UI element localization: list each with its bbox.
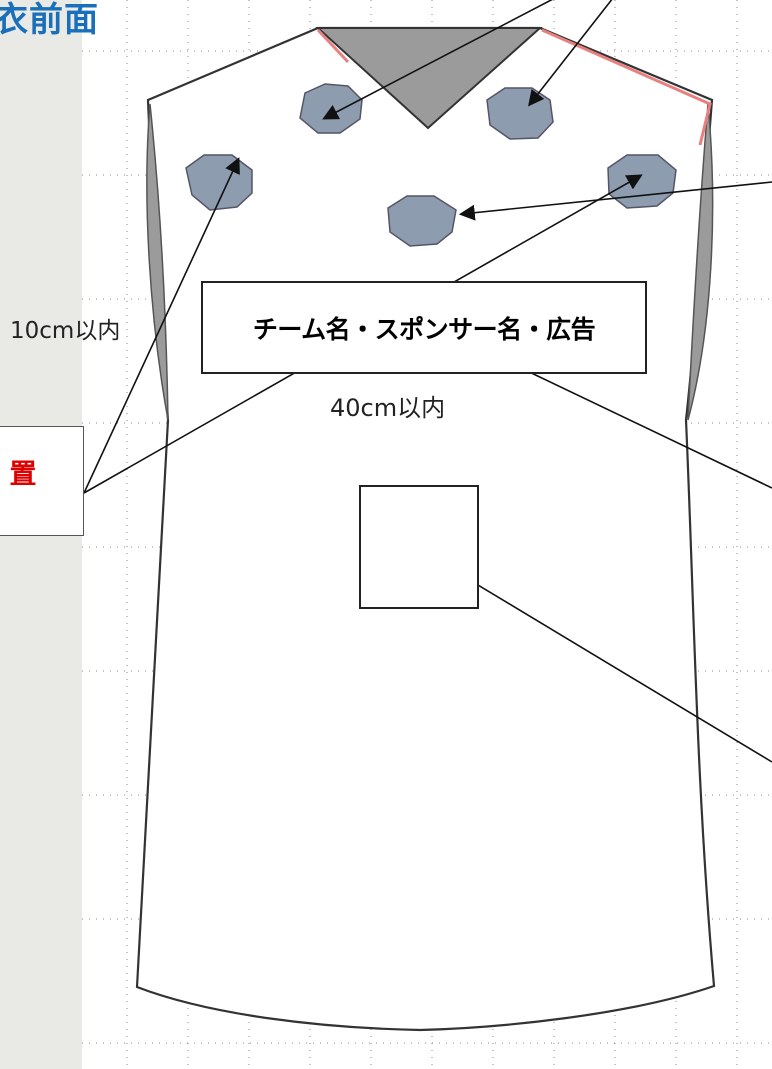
height-dimension-label: 10cm以内 (10, 318, 121, 344)
left-collar-seam (316, 28, 350, 64)
position-callout-box (0, 426, 84, 536)
team-sponsor-label: チーム名・スポンサー名・広告 (252, 314, 596, 344)
left-armhole (146, 103, 169, 421)
right-armhole (687, 103, 714, 421)
number-area-box (359, 485, 479, 609)
team-sponsor-box: チーム名・スポンサー名・広告 (201, 281, 647, 374)
position-callout-label: 置 (9, 459, 37, 490)
width-dimension-label: 40cm以内 (330, 388, 446, 423)
patch-center (387, 195, 457, 247)
v-neck-collar (315, 27, 543, 130)
right-shoulder-seam (541, 28, 712, 146)
page-title: 衣前面 (0, 0, 99, 40)
